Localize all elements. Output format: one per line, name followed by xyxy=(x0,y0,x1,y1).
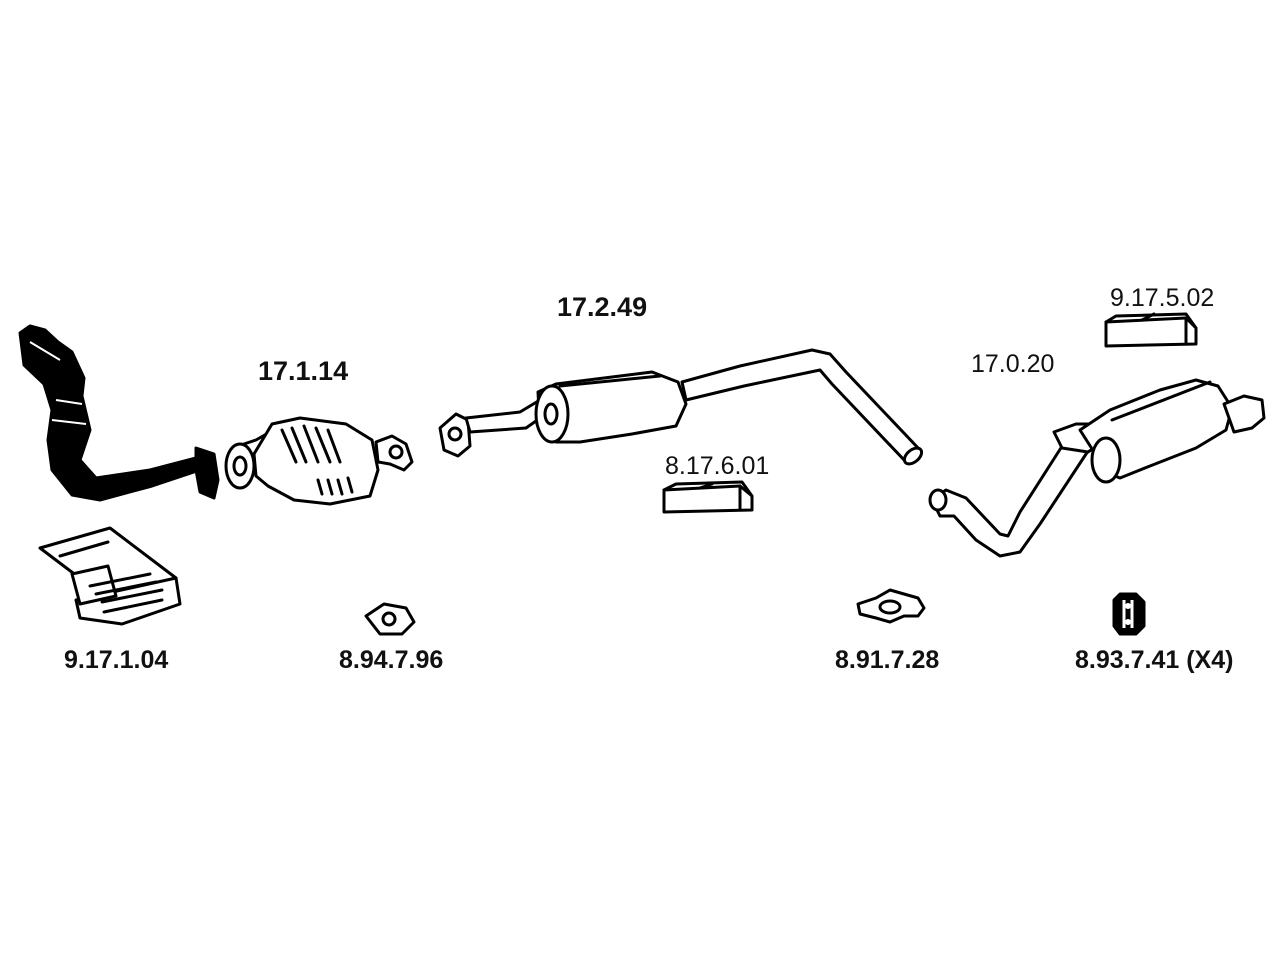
front-pipe-kit-box xyxy=(38,526,182,626)
label-center-silencer: 17.2.49 xyxy=(557,292,648,322)
label-rear-silencer-kit: 9.17.5.02 xyxy=(1110,284,1215,312)
gasket-icon xyxy=(364,602,416,636)
label-catalyst-gasket: 8.94.7.96 xyxy=(339,646,444,674)
rear-silencer-kit-box xyxy=(1104,312,1198,348)
label-catalyst: 17.1.14 xyxy=(258,356,349,386)
label-center-silencer-kit: 8.17.6.01 xyxy=(665,452,770,480)
center-silencer-kit-box xyxy=(662,480,754,514)
front-downpipe xyxy=(18,324,220,502)
label-clamp: 8.91.7.28 xyxy=(835,646,940,674)
label-rear-silencer: 17.0.20 xyxy=(971,350,1055,378)
clamp-icon xyxy=(856,588,926,624)
label-front-pipe-kit: 9.17.1.04 xyxy=(64,646,169,674)
rear-silencer xyxy=(928,378,1266,558)
rubber-hanger-icon xyxy=(1112,592,1146,636)
catalytic-converter xyxy=(224,416,414,506)
label-rubber-hanger: 8.93.7.41 (X4) xyxy=(1075,646,1234,674)
center-silencer xyxy=(438,348,924,466)
